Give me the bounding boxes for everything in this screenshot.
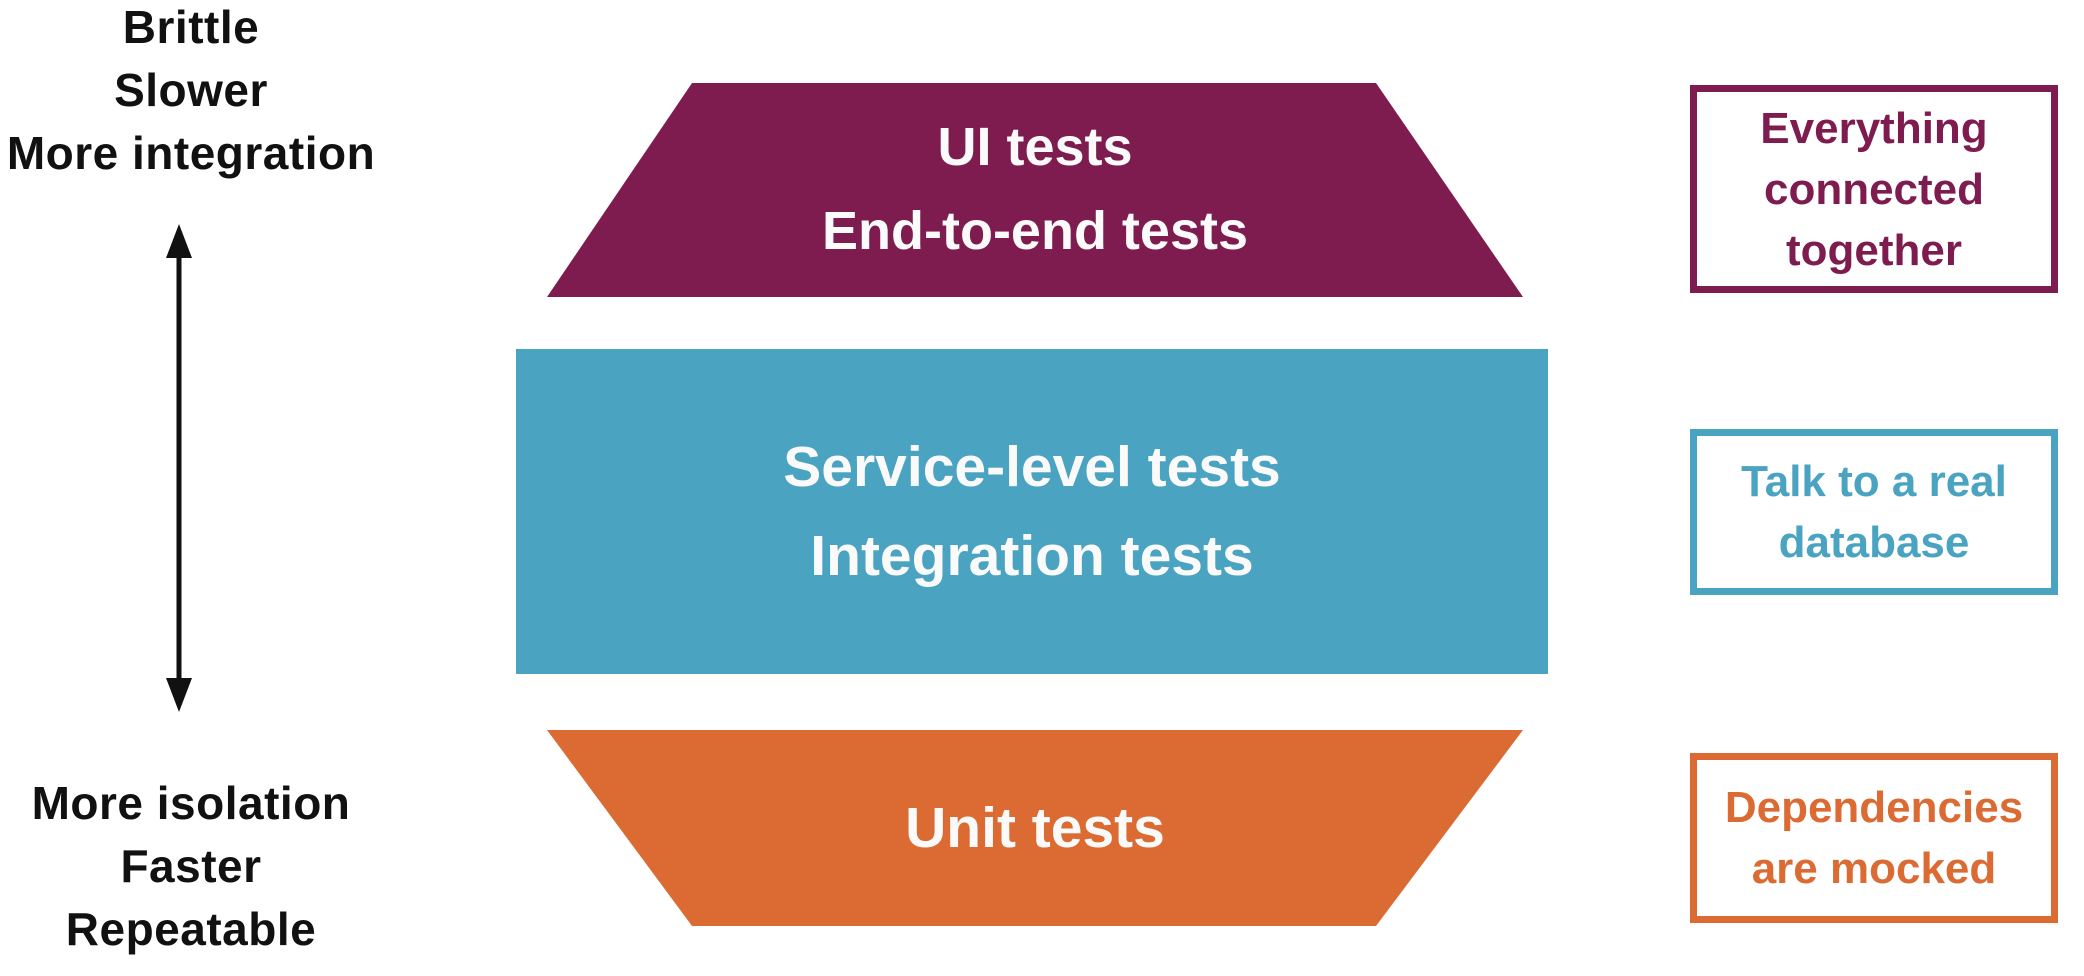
layer-label: End-to-end tests bbox=[822, 201, 1248, 261]
annotation-box-unit-tests: Dependencies are mocked bbox=[1690, 753, 2058, 923]
axis-labels-top: Brittle Slower More integration bbox=[0, 0, 382, 185]
annotation-box-service-tests: Talk to a real database bbox=[1690, 429, 2058, 595]
layer-label: Service-level tests bbox=[783, 435, 1281, 500]
annotation-line: Dependencies bbox=[1724, 783, 2024, 832]
pyramid-layer-unit-tests: Unit tests bbox=[547, 730, 1523, 926]
annotation-line: Everything bbox=[1760, 103, 1988, 153]
pyramid-layer-ui-tests: UI tests End-to-end tests bbox=[547, 83, 1523, 297]
axis-label-slower: Slower bbox=[114, 64, 268, 116]
axis-labels-bottom: More isolation Faster Repeatable bbox=[0, 772, 382, 961]
annotation-line: Talk to a real bbox=[1741, 457, 2007, 506]
annotation-box-ui-tests: Everything connected together bbox=[1690, 85, 2058, 293]
double-headed-vertical-arrow-icon bbox=[166, 224, 192, 712]
axis-label-repeatable: Repeatable bbox=[65, 903, 317, 955]
layer-label: Unit tests bbox=[905, 795, 1165, 860]
annotation-line: are mocked bbox=[1751, 844, 1997, 893]
annotation-line: together bbox=[1786, 225, 1962, 275]
layer-label: Integration tests bbox=[810, 523, 1254, 588]
axis-label-faster: Faster bbox=[120, 840, 262, 892]
axis-label-more-integration: More integration bbox=[6, 127, 376, 179]
annotation-line: database bbox=[1778, 518, 1970, 567]
pyramid-layer-service-tests: Service-level tests Integration tests bbox=[516, 349, 1548, 674]
layer-label: UI tests bbox=[937, 117, 1133, 178]
axis-label-brittle: Brittle bbox=[122, 1, 260, 53]
axis-label-more-isolation: More isolation bbox=[31, 777, 351, 829]
annotation-line: connected bbox=[1763, 164, 1985, 214]
